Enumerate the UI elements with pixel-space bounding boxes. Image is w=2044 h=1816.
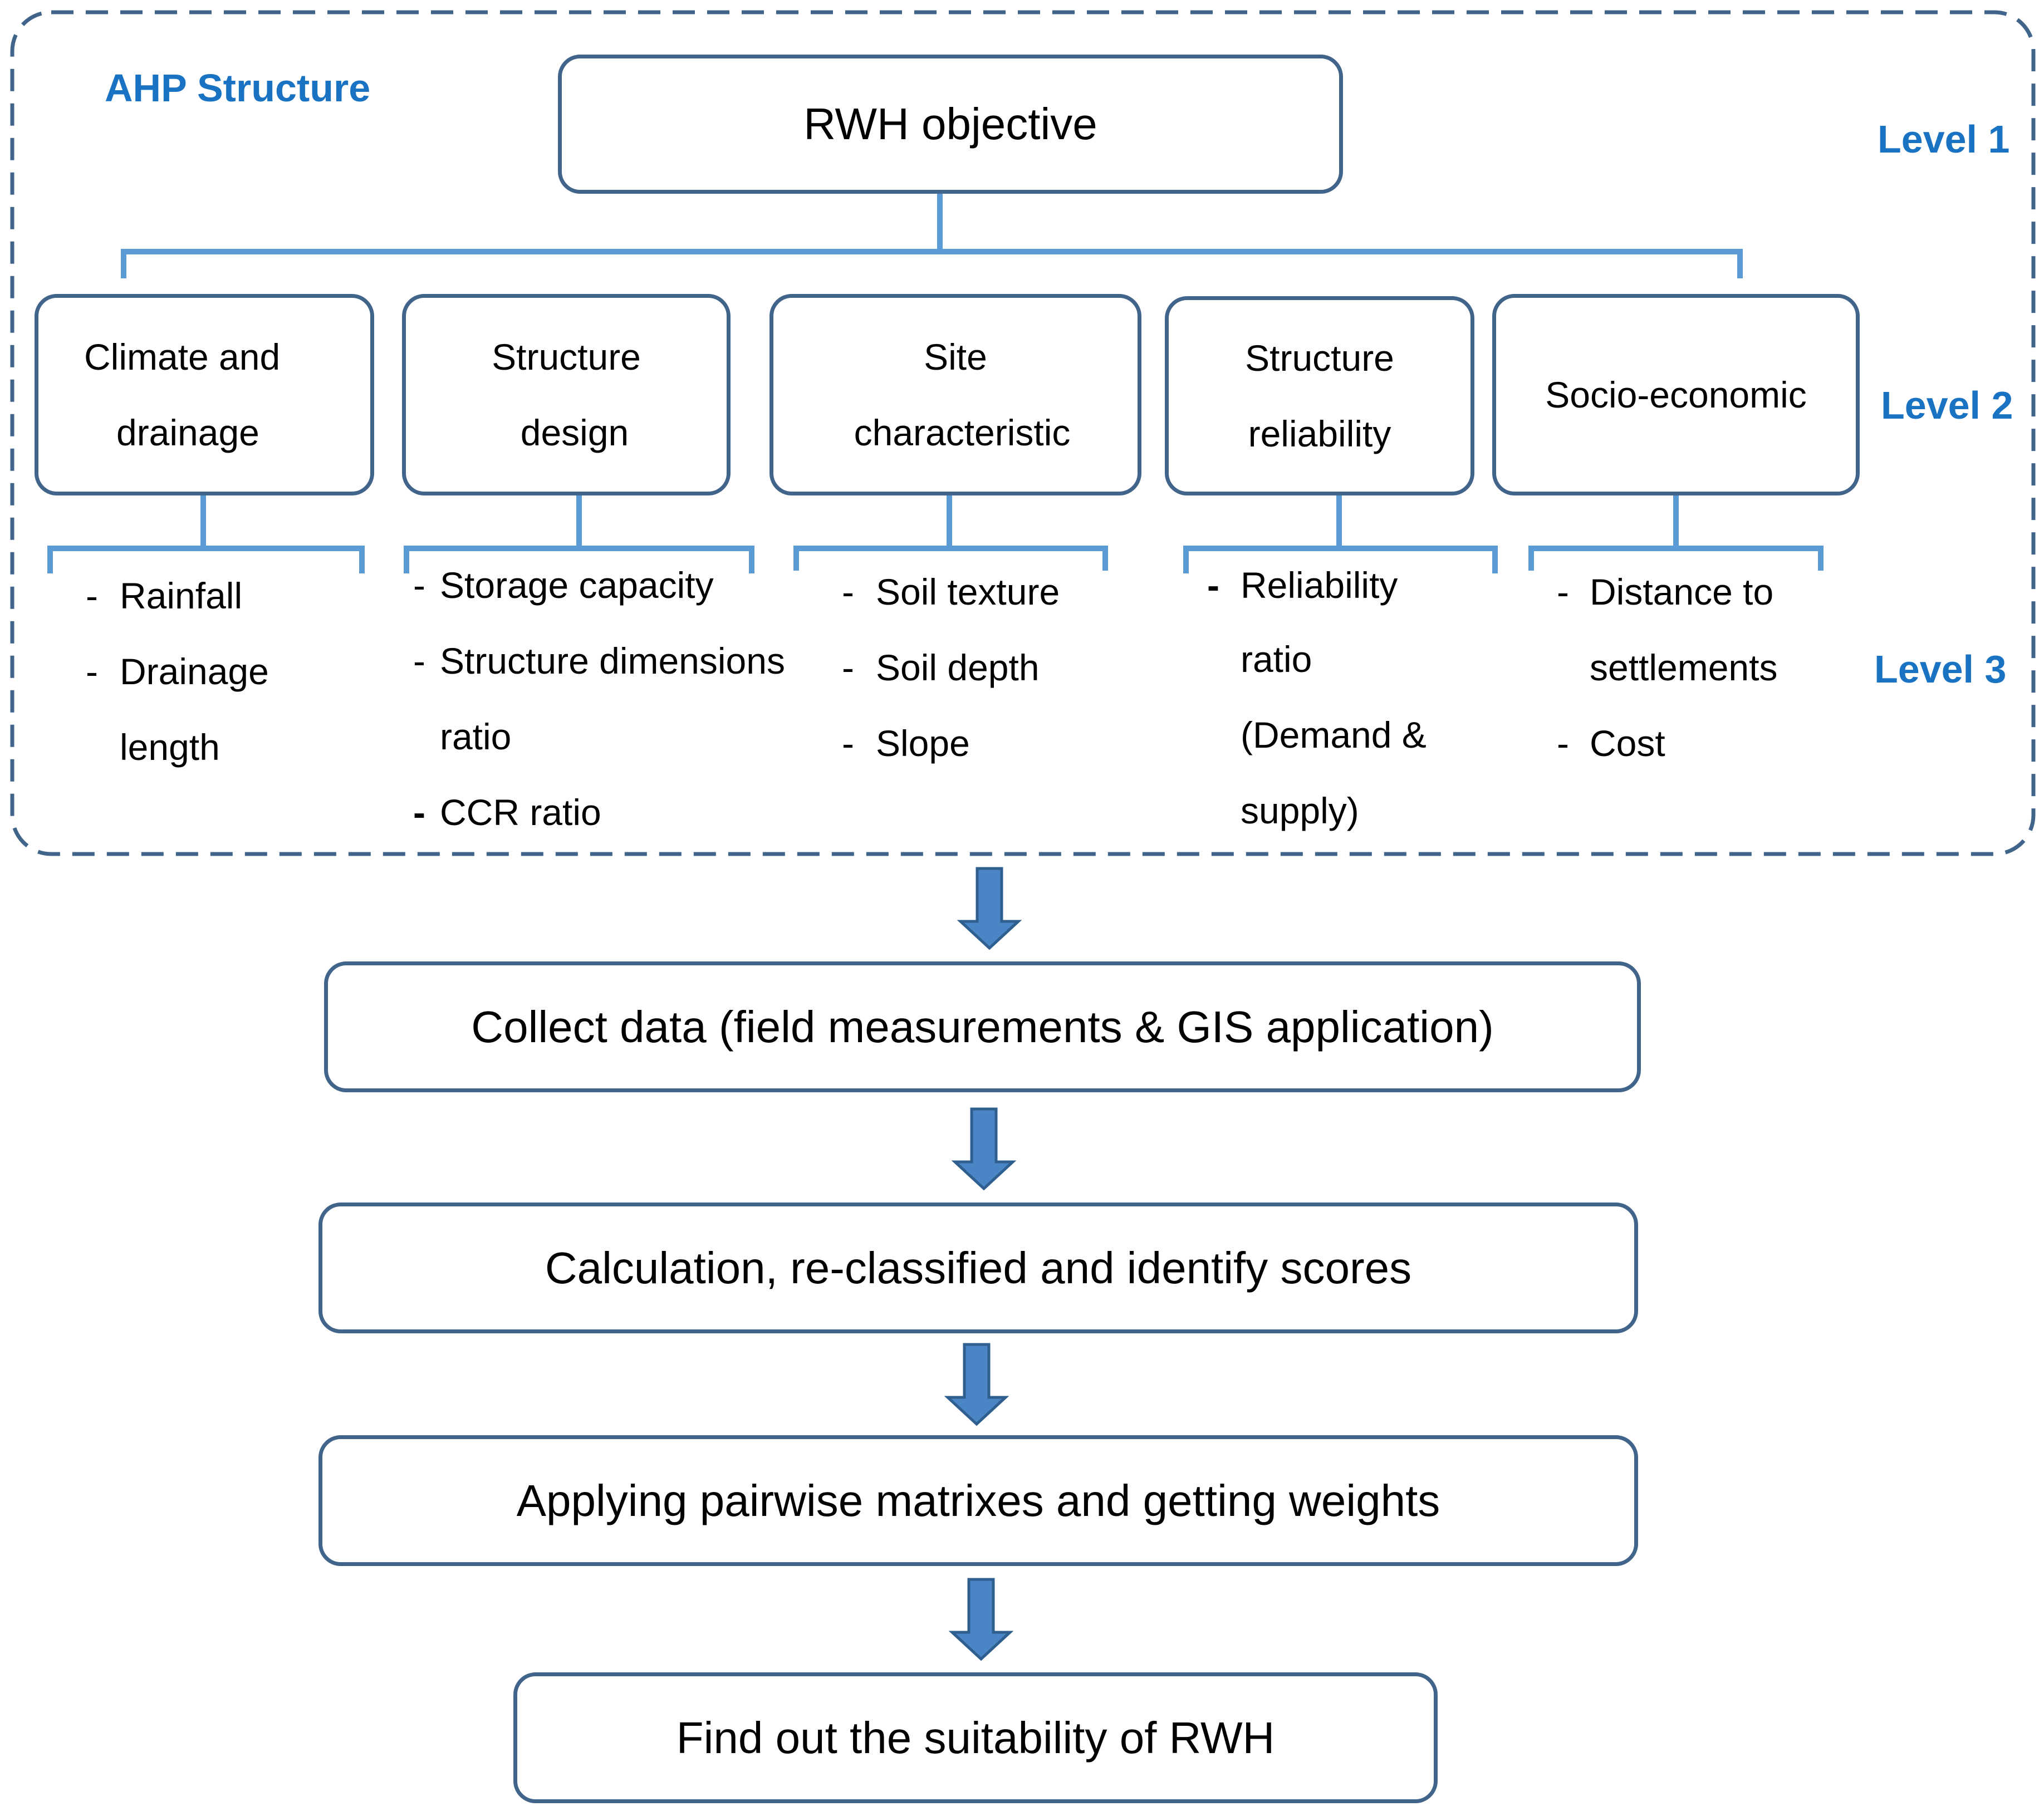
subcriterion: Rainfall (120, 575, 243, 616)
step-collect-data: Collect data (field measurements & GIS a… (324, 961, 1641, 1092)
criterion-box-reliability: Structure reliability (1165, 296, 1474, 495)
level3-bracket-3 (793, 495, 1108, 571)
subcriterion: Slope (876, 723, 970, 764)
criterion-box-site: Site characteristic (769, 294, 1141, 495)
criterion-line: Structure (492, 336, 641, 377)
down-arrow-icon (948, 1578, 1014, 1661)
bullet-dash: - (1207, 565, 1219, 606)
step-text: Applying pairwise matrixes and getting w… (516, 1475, 1440, 1525)
subcriterion: Cost (1590, 723, 1665, 764)
bullet-dash: - (413, 565, 425, 606)
criterion-box-design: Structure design (402, 294, 731, 495)
subcriterion: ratio (1241, 639, 1312, 680)
step-text: Collect data (field measurements & GIS a… (471, 1002, 1494, 1052)
criterion-line: reliability (1248, 413, 1391, 454)
level2-bracket (121, 194, 1743, 278)
level-2-label: Level 2 (1881, 384, 2013, 427)
level3-bracket-1 (47, 495, 365, 573)
level-1-label: Level 1 (1878, 117, 2010, 161)
subcriterion: CCR ratio (440, 792, 601, 833)
criterion-line: design (520, 412, 629, 453)
subcriterion: settlements (1590, 647, 1778, 688)
bullet-dash: - (1557, 723, 1569, 764)
subcriterion: supply) (1241, 790, 1359, 831)
subcriterion: Soil depth (876, 647, 1040, 688)
subcriterion: Drainage (120, 651, 269, 692)
criterion-line: drainage (116, 412, 259, 453)
objective-box: RWH objective (558, 55, 1343, 194)
ahp-structure-title: AHP Structure (105, 66, 371, 110)
subcriterion: Reliability (1241, 565, 1398, 606)
bullet-dash: - (1557, 571, 1569, 612)
subcriterion: Storage capacity (440, 565, 714, 606)
subcriterion: Distance to (1590, 571, 1774, 612)
criterion-box-socioeconomic: Socio-economic (1492, 294, 1860, 495)
criterion-box-climate: Climate and drainage (35, 294, 374, 495)
ahp-dashed-frame (10, 10, 2036, 856)
criterion-line: Structure (1245, 337, 1394, 379)
bullet-dash: - (413, 792, 425, 833)
step-pairwise: Applying pairwise matrixes and getting w… (318, 1435, 1638, 1566)
step-text: Calculation, re-classified and identify … (545, 1243, 1412, 1293)
step-text: Find out the suitability of RWH (676, 1712, 1275, 1763)
down-arrow-icon (957, 867, 1022, 950)
bullet-dash: - (86, 651, 98, 692)
criterion-line: characteristic (854, 412, 1071, 453)
down-arrow-icon (951, 1107, 1017, 1191)
criterion-line: Socio-economic (1545, 374, 1807, 415)
bullet-dash: - (413, 640, 425, 681)
bullet-dash: - (842, 723, 854, 764)
subcriterion: Structure dimensions (440, 640, 785, 681)
step-suitability: Find out the suitability of RWH (513, 1672, 1438, 1803)
subcriterion: length (120, 727, 220, 768)
level3-bracket-5 (1528, 495, 1824, 571)
subcriterion: ratio (440, 716, 512, 757)
subcriterion: Soil texture (876, 571, 1060, 612)
bullet-dash: - (842, 647, 854, 688)
criterion-line: Climate and (84, 336, 281, 377)
bullet-dash: - (842, 571, 854, 612)
level-3-label: Level 3 (1874, 647, 2007, 691)
down-arrow-icon (944, 1343, 1009, 1426)
subcriterion: (Demand & (1241, 714, 1427, 755)
objective-text: RWH objective (803, 99, 1097, 149)
level3-bracket-4 (1183, 495, 1498, 573)
step-calculation: Calculation, re-classified and identify … (318, 1203, 1638, 1333)
bullet-dash: - (86, 575, 98, 616)
level3-bracket-2 (404, 495, 754, 573)
criterion-line: Site (924, 336, 987, 377)
